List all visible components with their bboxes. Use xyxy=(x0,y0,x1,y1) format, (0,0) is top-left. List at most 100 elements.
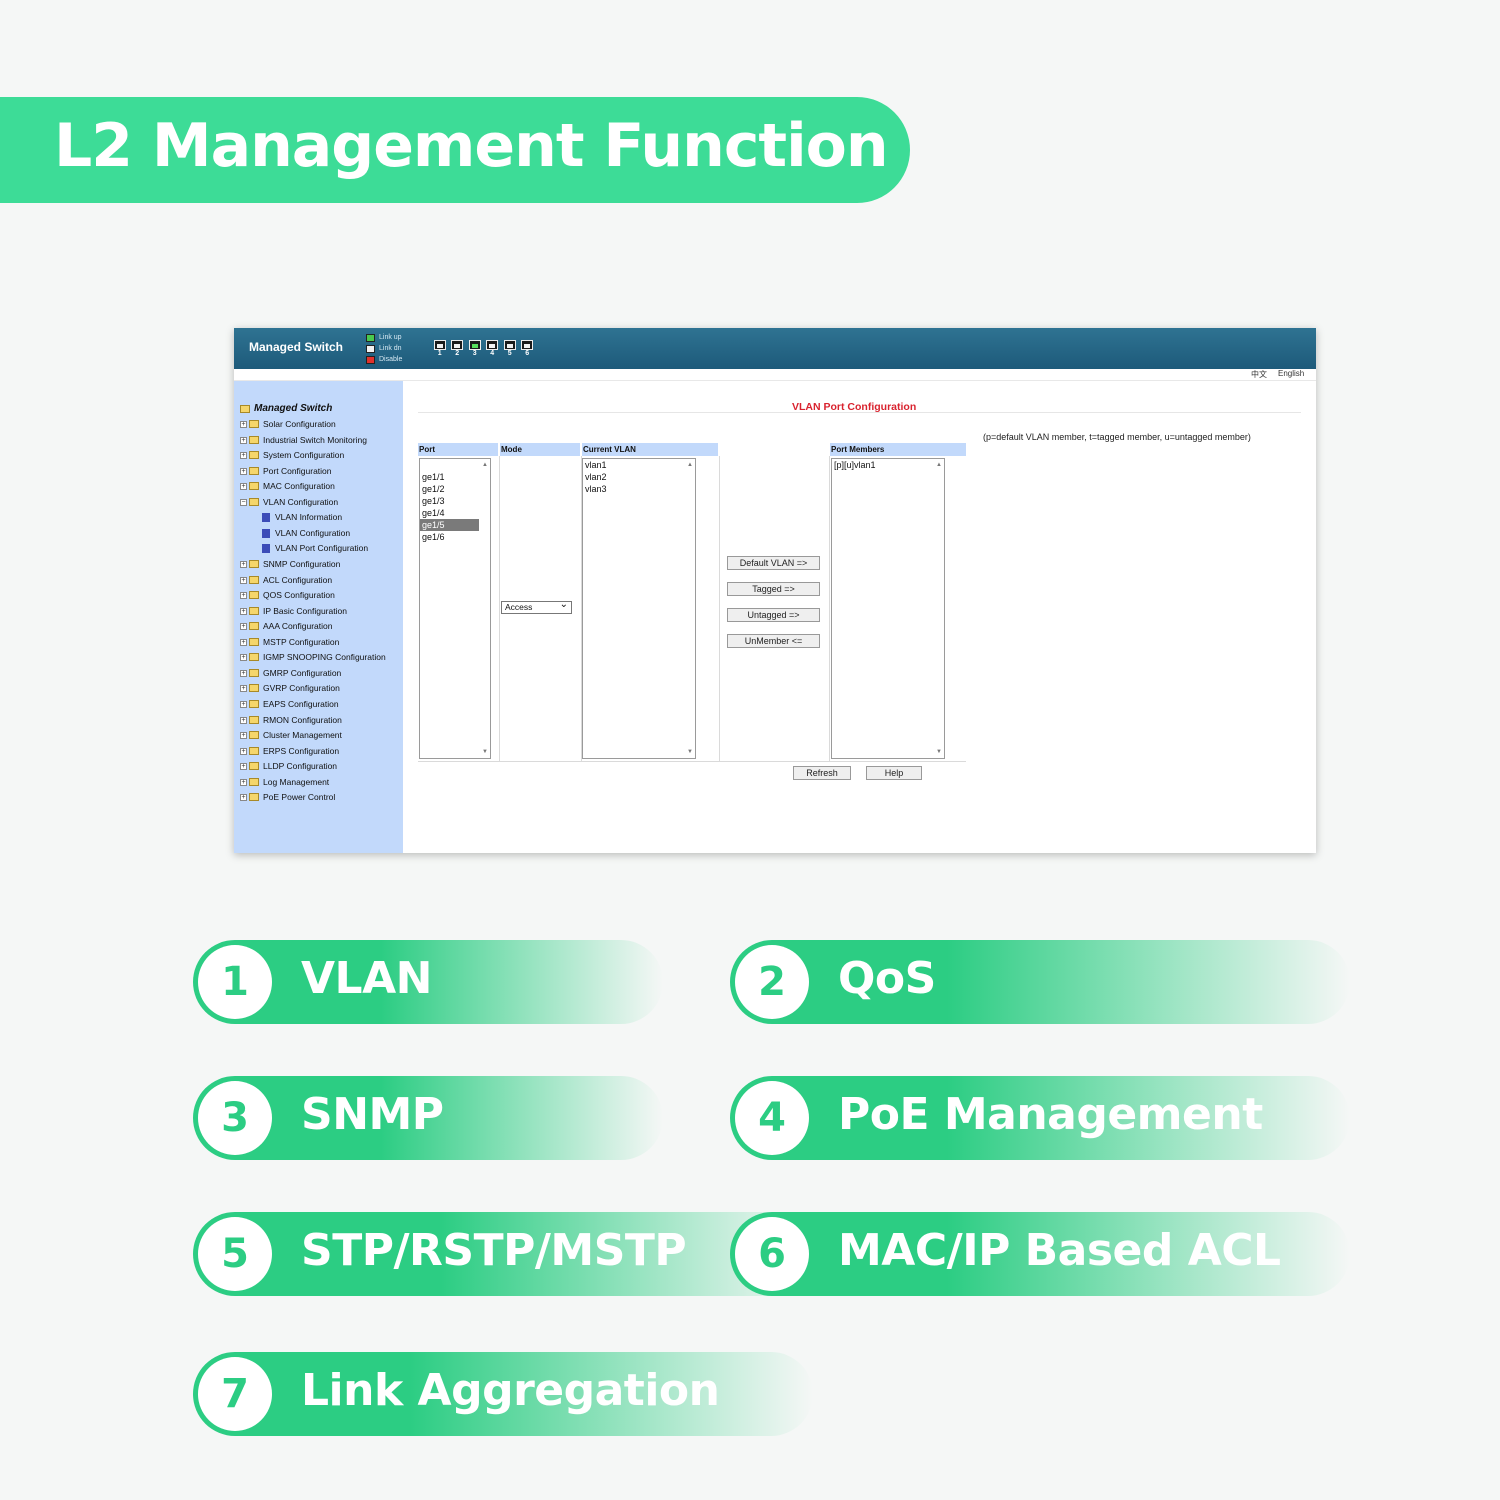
tree-root[interactable]: Managed Switch xyxy=(240,403,332,414)
column-divider xyxy=(829,456,830,761)
port-6[interactable]: 6 xyxy=(519,340,537,358)
sidebar-item-eaps[interactable]: +EAPS Configuration xyxy=(240,699,339,709)
folder-icon xyxy=(249,762,259,770)
tagged-button[interactable]: Tagged => xyxy=(727,582,820,596)
port-option[interactable]: ge1/3 xyxy=(422,496,445,506)
port-1[interactable]: 1 xyxy=(431,340,449,358)
sidebar-item-lldp[interactable]: +LLDP Configuration xyxy=(240,761,338,771)
lang-chinese-link[interactable]: 中文 xyxy=(1251,370,1267,379)
page-icon xyxy=(262,543,270,553)
folder-open-icon xyxy=(249,498,259,506)
untagged-button[interactable]: Untagged => xyxy=(727,608,820,622)
vlan-option[interactable]: vlan1 xyxy=(585,460,607,470)
sidebar-item-gmrp[interactable]: +GMRP Configuration xyxy=(240,668,342,678)
vlan-option[interactable]: vlan3 xyxy=(585,484,607,494)
scroll-up-icon[interactable]: ▲ xyxy=(482,462,488,468)
feature-label: SNMP xyxy=(301,1089,444,1140)
refresh-button[interactable]: Refresh xyxy=(793,766,851,780)
sidebar-item-acl[interactable]: +ACL Configuration xyxy=(240,575,333,585)
port-members-listbox[interactable]: [p][u]vlan1 ▲ ▼ xyxy=(831,458,945,759)
mode-column-header: Mode xyxy=(500,443,580,456)
port-3[interactable]: 3 xyxy=(466,340,484,358)
sidebar-item-vlan[interactable]: −VLAN Configuration xyxy=(240,497,339,507)
folder-icon xyxy=(249,482,259,490)
sidebar-item-rmon[interactable]: +RMON Configuration xyxy=(240,715,342,725)
scroll-down-icon[interactable]: ▼ xyxy=(482,749,488,755)
link-dn-icon xyxy=(366,344,375,353)
port-5[interactable]: 5 xyxy=(501,340,519,358)
scroll-up-icon[interactable]: ▲ xyxy=(687,462,693,468)
switch-web-ui: Managed Switch Link up Link dn Disable 1… xyxy=(234,328,1316,853)
port-option[interactable]: ge1/2 xyxy=(422,484,445,494)
title-banner: L2 Management Function xyxy=(0,97,910,203)
lang-english-link[interactable]: English xyxy=(1278,369,1305,378)
sidebar-item-port[interactable]: +Port Configuration xyxy=(240,466,332,476)
sidebar-item-mstp[interactable]: +MSTP Configuration xyxy=(240,637,340,647)
sidebar-nav: Managed Switch +Solar Configuration +Ind… xyxy=(234,381,403,853)
sidebar-item-system[interactable]: +System Configuration xyxy=(240,450,345,460)
folder-icon xyxy=(249,700,259,708)
status-legend: Link up Link dn Disable xyxy=(366,332,402,365)
port-listbox[interactable]: ge1/1 ge1/2 ge1/3 ge1/4 ge1/5 ge1/6 ▲ ▼ xyxy=(419,458,491,759)
actions-column-header xyxy=(720,443,830,456)
link-up-icon xyxy=(366,333,375,342)
member-option[interactable]: [p][u]vlan1 xyxy=(834,460,876,470)
current-vlan-listbox[interactable]: vlan1 vlan2 vlan3 ▲ ▼ xyxy=(582,458,696,759)
default-vlan-button[interactable]: Default VLAN => xyxy=(727,556,820,570)
feature-acl: 6 MAC/IP Based ACL xyxy=(730,1212,1350,1296)
sidebar-item-cluster[interactable]: +Cluster Management xyxy=(240,730,342,740)
sidebar-item-solar[interactable]: +Solar Configuration xyxy=(240,419,336,429)
folder-icon xyxy=(249,747,259,755)
folder-icon xyxy=(249,653,259,661)
top-bar: Managed Switch Link up Link dn Disable 1… xyxy=(234,328,1316,369)
feature-label: PoE Management xyxy=(838,1089,1263,1140)
port-2[interactable]: 2 xyxy=(449,340,467,358)
scroll-down-icon[interactable]: ▼ xyxy=(687,749,693,755)
sidebar-item-igmp[interactable]: +IGMP SNOOPING Configuration xyxy=(240,652,386,662)
sidebar-item-qos[interactable]: +QOS Configuration xyxy=(240,590,335,600)
vlan-option[interactable]: vlan2 xyxy=(585,472,607,482)
scroll-down-icon[interactable]: ▼ xyxy=(936,749,942,755)
port-option[interactable]: ge1/4 xyxy=(422,508,445,518)
sidebar-item-vlan-information[interactable]: VLAN Information xyxy=(240,512,342,522)
sidebar-item-erps[interactable]: +ERPS Configuration xyxy=(240,746,340,756)
feature-label: Link Aggregation xyxy=(301,1365,720,1416)
sidebar-item-vlan-port-configuration[interactable]: VLAN Port Configuration xyxy=(240,543,368,553)
folder-icon xyxy=(249,638,259,646)
brand-label: Managed Switch xyxy=(249,340,344,354)
sidebar-item-gvrp[interactable]: +GVRP Configuration xyxy=(240,683,340,693)
port-option[interactable]: ge1/1 xyxy=(422,472,445,482)
sidebar-item-poe[interactable]: +PoE Power Control xyxy=(240,792,336,802)
folder-icon xyxy=(249,669,259,677)
folder-icon xyxy=(249,591,259,599)
sidebar-item-vlan-configuration[interactable]: VLAN Configuration xyxy=(240,528,350,538)
feature-number: 6 xyxy=(735,1217,809,1291)
folder-icon xyxy=(240,404,250,413)
scroll-up-icon[interactable]: ▲ xyxy=(936,462,942,468)
legend-link-dn: Link dn xyxy=(366,343,402,354)
feature-qos: 2 QoS xyxy=(730,940,1350,1024)
folder-icon xyxy=(249,684,259,692)
port-4[interactable]: 4 xyxy=(484,340,502,358)
feature-number: 5 xyxy=(198,1217,272,1291)
port-icon xyxy=(433,340,446,350)
folder-icon xyxy=(249,436,259,444)
port-icon xyxy=(468,340,481,350)
sidebar-item-aaa[interactable]: +AAA Configuration xyxy=(240,621,333,631)
sidebar-item-snmp[interactable]: +SNMP Configuration xyxy=(240,559,341,569)
sidebar-item-monitoring[interactable]: +Industrial Switch Monitoring xyxy=(240,435,367,445)
port-option[interactable]: ge1/6 xyxy=(422,532,445,542)
unmember-button[interactable]: UnMember <= xyxy=(727,634,820,648)
sidebar-item-ip-basic[interactable]: +IP Basic Configuration xyxy=(240,606,347,616)
help-button[interactable]: Help xyxy=(866,766,922,780)
page-title: VLAN Port Configuration xyxy=(792,401,917,413)
folder-icon xyxy=(249,716,259,724)
port-option-selected[interactable]: ge1/5 xyxy=(420,519,479,531)
folder-icon xyxy=(249,451,259,459)
port-column-header: Port xyxy=(418,443,498,456)
feature-link-aggregation: 7 Link Aggregation xyxy=(193,1352,813,1436)
mode-select[interactable]: Access xyxy=(501,599,572,614)
folder-icon xyxy=(249,778,259,786)
sidebar-item-log[interactable]: +Log Management xyxy=(240,777,330,787)
sidebar-item-mac[interactable]: +MAC Configuration xyxy=(240,481,335,491)
